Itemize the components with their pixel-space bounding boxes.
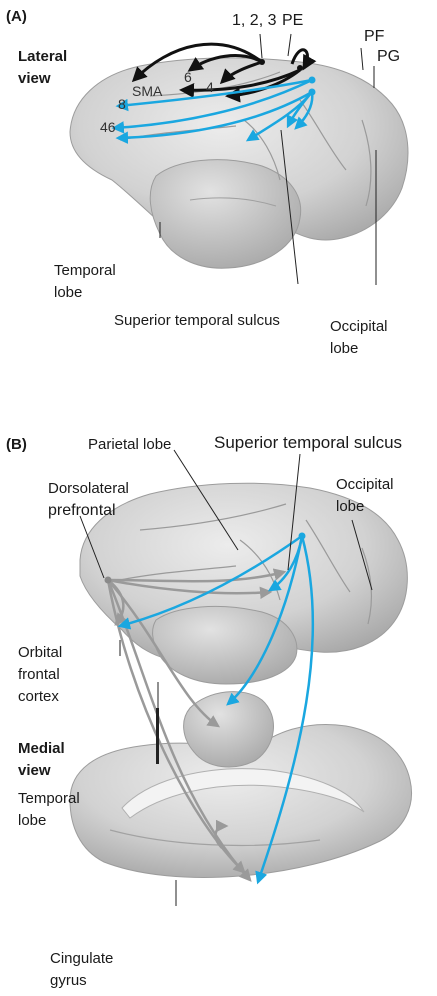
panel-b-ofc-line2: frontal bbox=[18, 666, 60, 684]
panel-b-occipital-line2: lobe bbox=[336, 498, 364, 516]
panel-a-temporal-line2: lobe bbox=[54, 284, 82, 302]
label-area-pg: PG bbox=[377, 48, 400, 66]
label-area-sma: SMA bbox=[132, 84, 162, 98]
label-area-123: 1, 2, 3 bbox=[232, 12, 276, 30]
panel-b-dlpfc-line2: prefrontal bbox=[48, 502, 116, 520]
panel-b-ofc-line1: Orbital bbox=[18, 644, 62, 662]
label-area-pe: PE bbox=[282, 12, 303, 30]
panel-b-medial-line1: Medial bbox=[18, 740, 65, 758]
panel-b-cingulate-line1: Cingulate bbox=[50, 950, 113, 968]
label-area-4: 4 bbox=[206, 80, 214, 94]
panel-a-occipital-line2: lobe bbox=[330, 340, 358, 358]
panel-b-temporal-line2: lobe bbox=[18, 812, 46, 830]
panel-b-sts-label: Superior temporal sulcus bbox=[214, 434, 402, 452]
panel-b-occipital-line1: Occipital bbox=[336, 476, 394, 494]
node-dlpfc bbox=[105, 577, 112, 584]
panel-a-occipital-line1: Occipital bbox=[330, 318, 388, 336]
medial-divider-mark bbox=[156, 708, 159, 764]
node-area-123 bbox=[259, 59, 265, 65]
label-area-6: 6 bbox=[184, 70, 192, 84]
panel-a-temporal-line1: Temporal bbox=[54, 262, 116, 280]
label-area-pf: PF bbox=[364, 28, 384, 46]
label-area-46: 46 bbox=[100, 120, 116, 134]
node-area-sts bbox=[309, 89, 316, 96]
node-area-pe bbox=[297, 65, 303, 71]
panel-b-cingulate-line2: gyrus bbox=[50, 972, 87, 990]
panel-a-letter: (A) bbox=[6, 8, 27, 26]
panel-b-ofc-line3: cortex bbox=[18, 688, 59, 706]
panel-b-letter: (B) bbox=[6, 436, 27, 454]
panel-a-view-line2: view bbox=[18, 70, 51, 88]
panel-b-temporal-line1: Temporal bbox=[18, 790, 80, 808]
brain-medial-b bbox=[70, 692, 412, 878]
label-area-8: 8 bbox=[118, 97, 126, 111]
node-area-pg bbox=[309, 77, 316, 84]
panel-a-view-line1: Lateral bbox=[18, 48, 67, 66]
node-sts-b bbox=[299, 533, 306, 540]
brain-lateral-a bbox=[70, 58, 408, 268]
panel-b-parietal-label: Parietal lobe bbox=[88, 436, 171, 454]
panel-b-medial-line2: view bbox=[18, 762, 51, 780]
panel-a-sts-label: Superior temporal sulcus bbox=[114, 312, 280, 330]
panel-b-dlpfc-line1: Dorsolateral bbox=[48, 480, 129, 498]
